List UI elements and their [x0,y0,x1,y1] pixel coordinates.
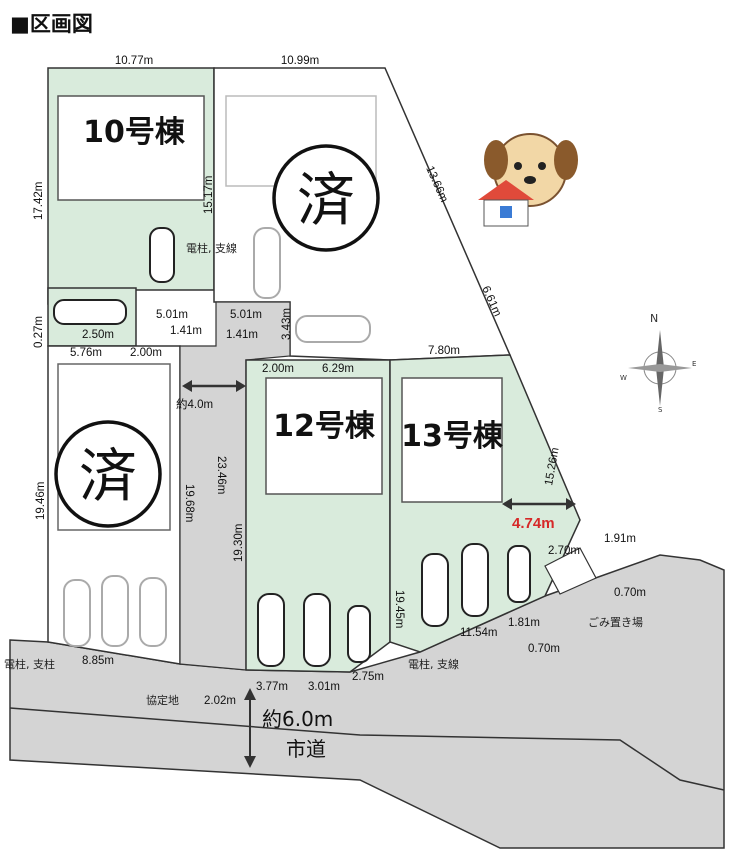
dim-label: 17.42m [33,182,45,220]
car-icon [53,299,127,325]
pole-label: 電柱, 支線 [408,657,459,671]
car-icon [101,575,129,647]
arrow-head-left [502,498,512,510]
car-icon [253,227,281,299]
page-title: ■区画図 [10,12,93,36]
car-icons-gray [63,227,371,647]
building-12 [265,377,383,495]
garbage-area [544,547,597,595]
dim-label: 19.46m [35,482,47,520]
dim-label: 3.43m [281,308,293,340]
agreement-label: 協定地 [146,693,179,707]
car-icon [421,553,449,627]
pole-label: 電柱, 支線 [186,241,237,255]
car-icon [303,593,331,667]
dim-label: 19.68m [183,484,195,522]
arrow-head-left [182,380,192,392]
dim-label: 10.99m [281,55,319,67]
dim-label: 8.85m [82,655,114,667]
dim-label-highlight: 4.74m [512,515,555,532]
lot-10-label: 10号棟 [83,115,186,150]
building-13 [401,377,503,503]
dim-label: 5.01m [230,309,262,321]
dim-label: 1.41m [170,325,202,337]
dim-label: 10.77m [115,55,153,67]
car-icon [257,593,285,667]
dim-label: 1.81m [508,617,540,629]
dim-label: 1.41m [226,329,258,341]
dim-label: 23.46m [215,456,227,494]
lot-12-label: 12号棟 [273,409,376,444]
dim-label: 19.30m [233,524,245,562]
dim-label: 19.45m [393,590,405,628]
sold-stamp [54,420,162,528]
arrow-head-right [236,380,246,392]
road-label: 市道 [286,737,326,761]
dim-label: 1.91m [604,533,636,545]
garbage-label: ごみ置き場 [588,615,643,629]
arrow-head-up [244,688,256,700]
car-icons [53,227,531,667]
sold-label-left: 済 [79,442,137,510]
dim-label: 2.50m [82,329,114,341]
sold-stamp [272,144,380,252]
dim-label: 2.75m [352,671,384,683]
lot-13-label: 13号棟 [401,419,504,454]
car-icon [347,605,371,663]
dim-label: 0.27m [33,316,45,348]
dim-label: 7.80m [428,345,460,357]
dim-label: 5.01m [156,309,188,321]
dim-label: 約4.0m [176,397,213,411]
car-icon [507,545,531,603]
dim-label: 2.00m [130,347,162,359]
dim-label: 6.29m [322,363,354,375]
compass-s: S [658,406,663,414]
road-width-label: 約6.0m [262,707,333,731]
dim-label: 3.77m [256,681,288,693]
dim-label: 0.70m [614,587,646,599]
arrow-head-right [566,498,576,510]
building-10 [57,95,205,201]
compass-w: W [620,374,627,382]
dim-label: 15.17m [203,176,215,214]
compass-e: E [692,360,696,368]
dim-label: 2.00m [262,363,294,375]
car-icon [295,315,371,343]
pole-label: 電柱, 支柱 [4,657,55,671]
sold-label-top: 済 [297,166,355,234]
car-icon [461,543,489,617]
car-icon [63,579,91,647]
dim-label: 5.76m [70,347,102,359]
dim-label: 2.02m [204,695,236,707]
arrow-head-down [244,756,256,768]
dim-label: 3.01m [308,681,340,693]
car-icon [149,227,175,283]
road-edge-upper [9,707,725,791]
private-road [179,301,291,671]
compass-n: N [650,312,658,325]
dog-house-icon [478,133,578,227]
compass-icon: N E S W [620,312,696,414]
dim-label: 0.70m [528,643,560,655]
dim-label: 2.70m [548,545,580,557]
dim-label: 11.54m [460,627,498,639]
car-icon [139,577,167,647]
